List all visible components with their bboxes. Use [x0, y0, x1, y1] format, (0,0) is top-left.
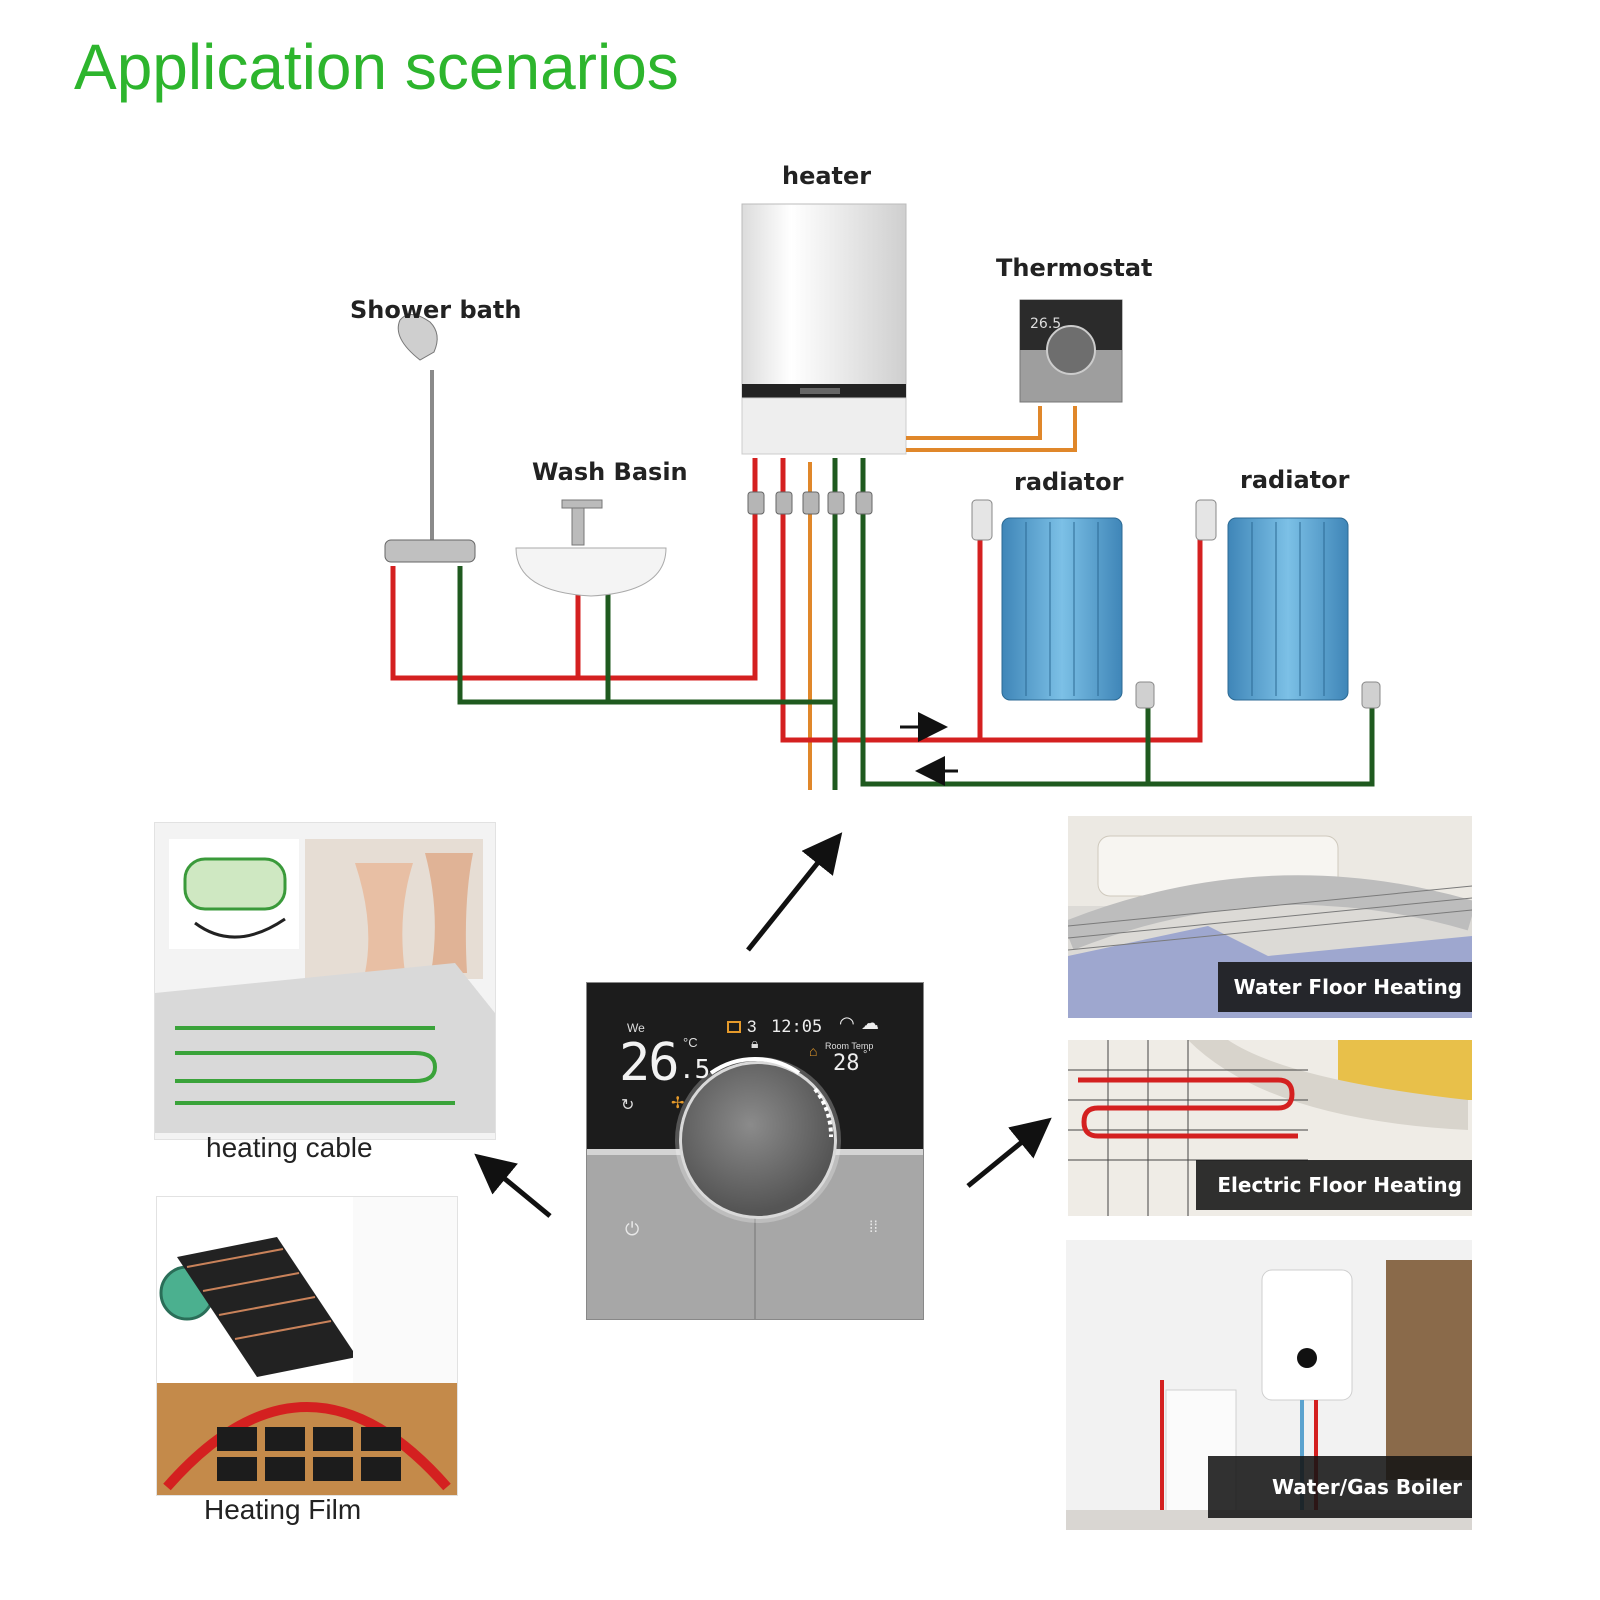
room-temp-label: Room Temp — [825, 1041, 874, 1051]
set-temperature: 26 — [619, 1033, 680, 1093]
mode-icon: ↻ — [621, 1097, 635, 1114]
heating-cable-illustration — [155, 839, 495, 1133]
signal-wires — [808, 406, 1077, 790]
weekday-text: We — [627, 1021, 645, 1035]
menu-grid-button[interactable]: ⁞⁞ — [869, 1219, 878, 1236]
radiator-2-illustration — [1195, 499, 1381, 709]
power-button[interactable]: ⏻ — [625, 1219, 640, 1239]
arrow-to-cable — [474, 1153, 552, 1218]
home-icon: ⌂ — [809, 1043, 818, 1059]
clock-time: 12:05 — [771, 1017, 823, 1037]
shower-label: Shower bath — [350, 296, 522, 324]
room-temperature: 28 — [833, 1051, 860, 1076]
calendar-icon — [727, 1021, 741, 1033]
fan-icon: ✢ — [671, 1095, 685, 1112]
wash-basin-label: Wash Basin — [532, 458, 688, 486]
thermostat-device: We 3 12:05 ◠ ☁ 26 .5 °C 🔒︎ ↻ ✢ Room Temp… — [586, 982, 924, 1320]
radiator-2-label: radiator — [1240, 466, 1350, 494]
cloud-icon: ☁ — [861, 1013, 879, 1033]
dial-ring — [709, 1057, 834, 1138]
temperature-unit: °C — [683, 1035, 698, 1050]
return-water-pipes — [457, 458, 1375, 790]
program-number: 3 — [747, 1017, 757, 1036]
hot-water-pipes — [390, 458, 1203, 743]
radiator-1-label: radiator — [1014, 468, 1124, 496]
wifi-icon: ◠ — [839, 1013, 855, 1033]
water-floor-heating-label: Water Floor Heating — [1218, 962, 1472, 1012]
wash-basin-illustration — [515, 499, 667, 597]
heating-cable-caption: heating cable — [206, 1132, 373, 1163]
electric-floor-heating-label: Electric Floor Heating — [1196, 1160, 1472, 1210]
temperature-dial[interactable] — [679, 1061, 837, 1219]
heater-label: heater — [782, 162, 872, 190]
lock-icon: 🔒︎ — [751, 1035, 759, 1051]
heating-film-caption: Heating Film — [204, 1494, 362, 1525]
heating-cable-panel — [154, 822, 496, 1140]
thermostat-label: Thermostat — [996, 254, 1153, 282]
thermostat-mini-illustration — [1019, 299, 1123, 403]
shower-illustration — [384, 314, 476, 563]
pipe-valves — [747, 491, 873, 515]
heating-film-panel — [156, 1196, 458, 1496]
page-title: Application scenarios — [74, 31, 679, 103]
water-gas-boiler-label: Water/Gas Boiler — [1208, 1456, 1472, 1518]
room-temp-unit: ° — [863, 1049, 868, 1061]
arrow-to-floor-heating — [966, 1117, 1052, 1188]
radiator-1-illustration — [971, 499, 1155, 709]
thermostat-mini-temp: 26.5 — [1030, 316, 1061, 332]
arrow-to-system — [746, 832, 843, 952]
heating-film-illustration — [157, 1197, 457, 1495]
boiler-illustration — [741, 203, 907, 455]
heating-system-diagram: 26.5 — [384, 203, 1381, 790]
